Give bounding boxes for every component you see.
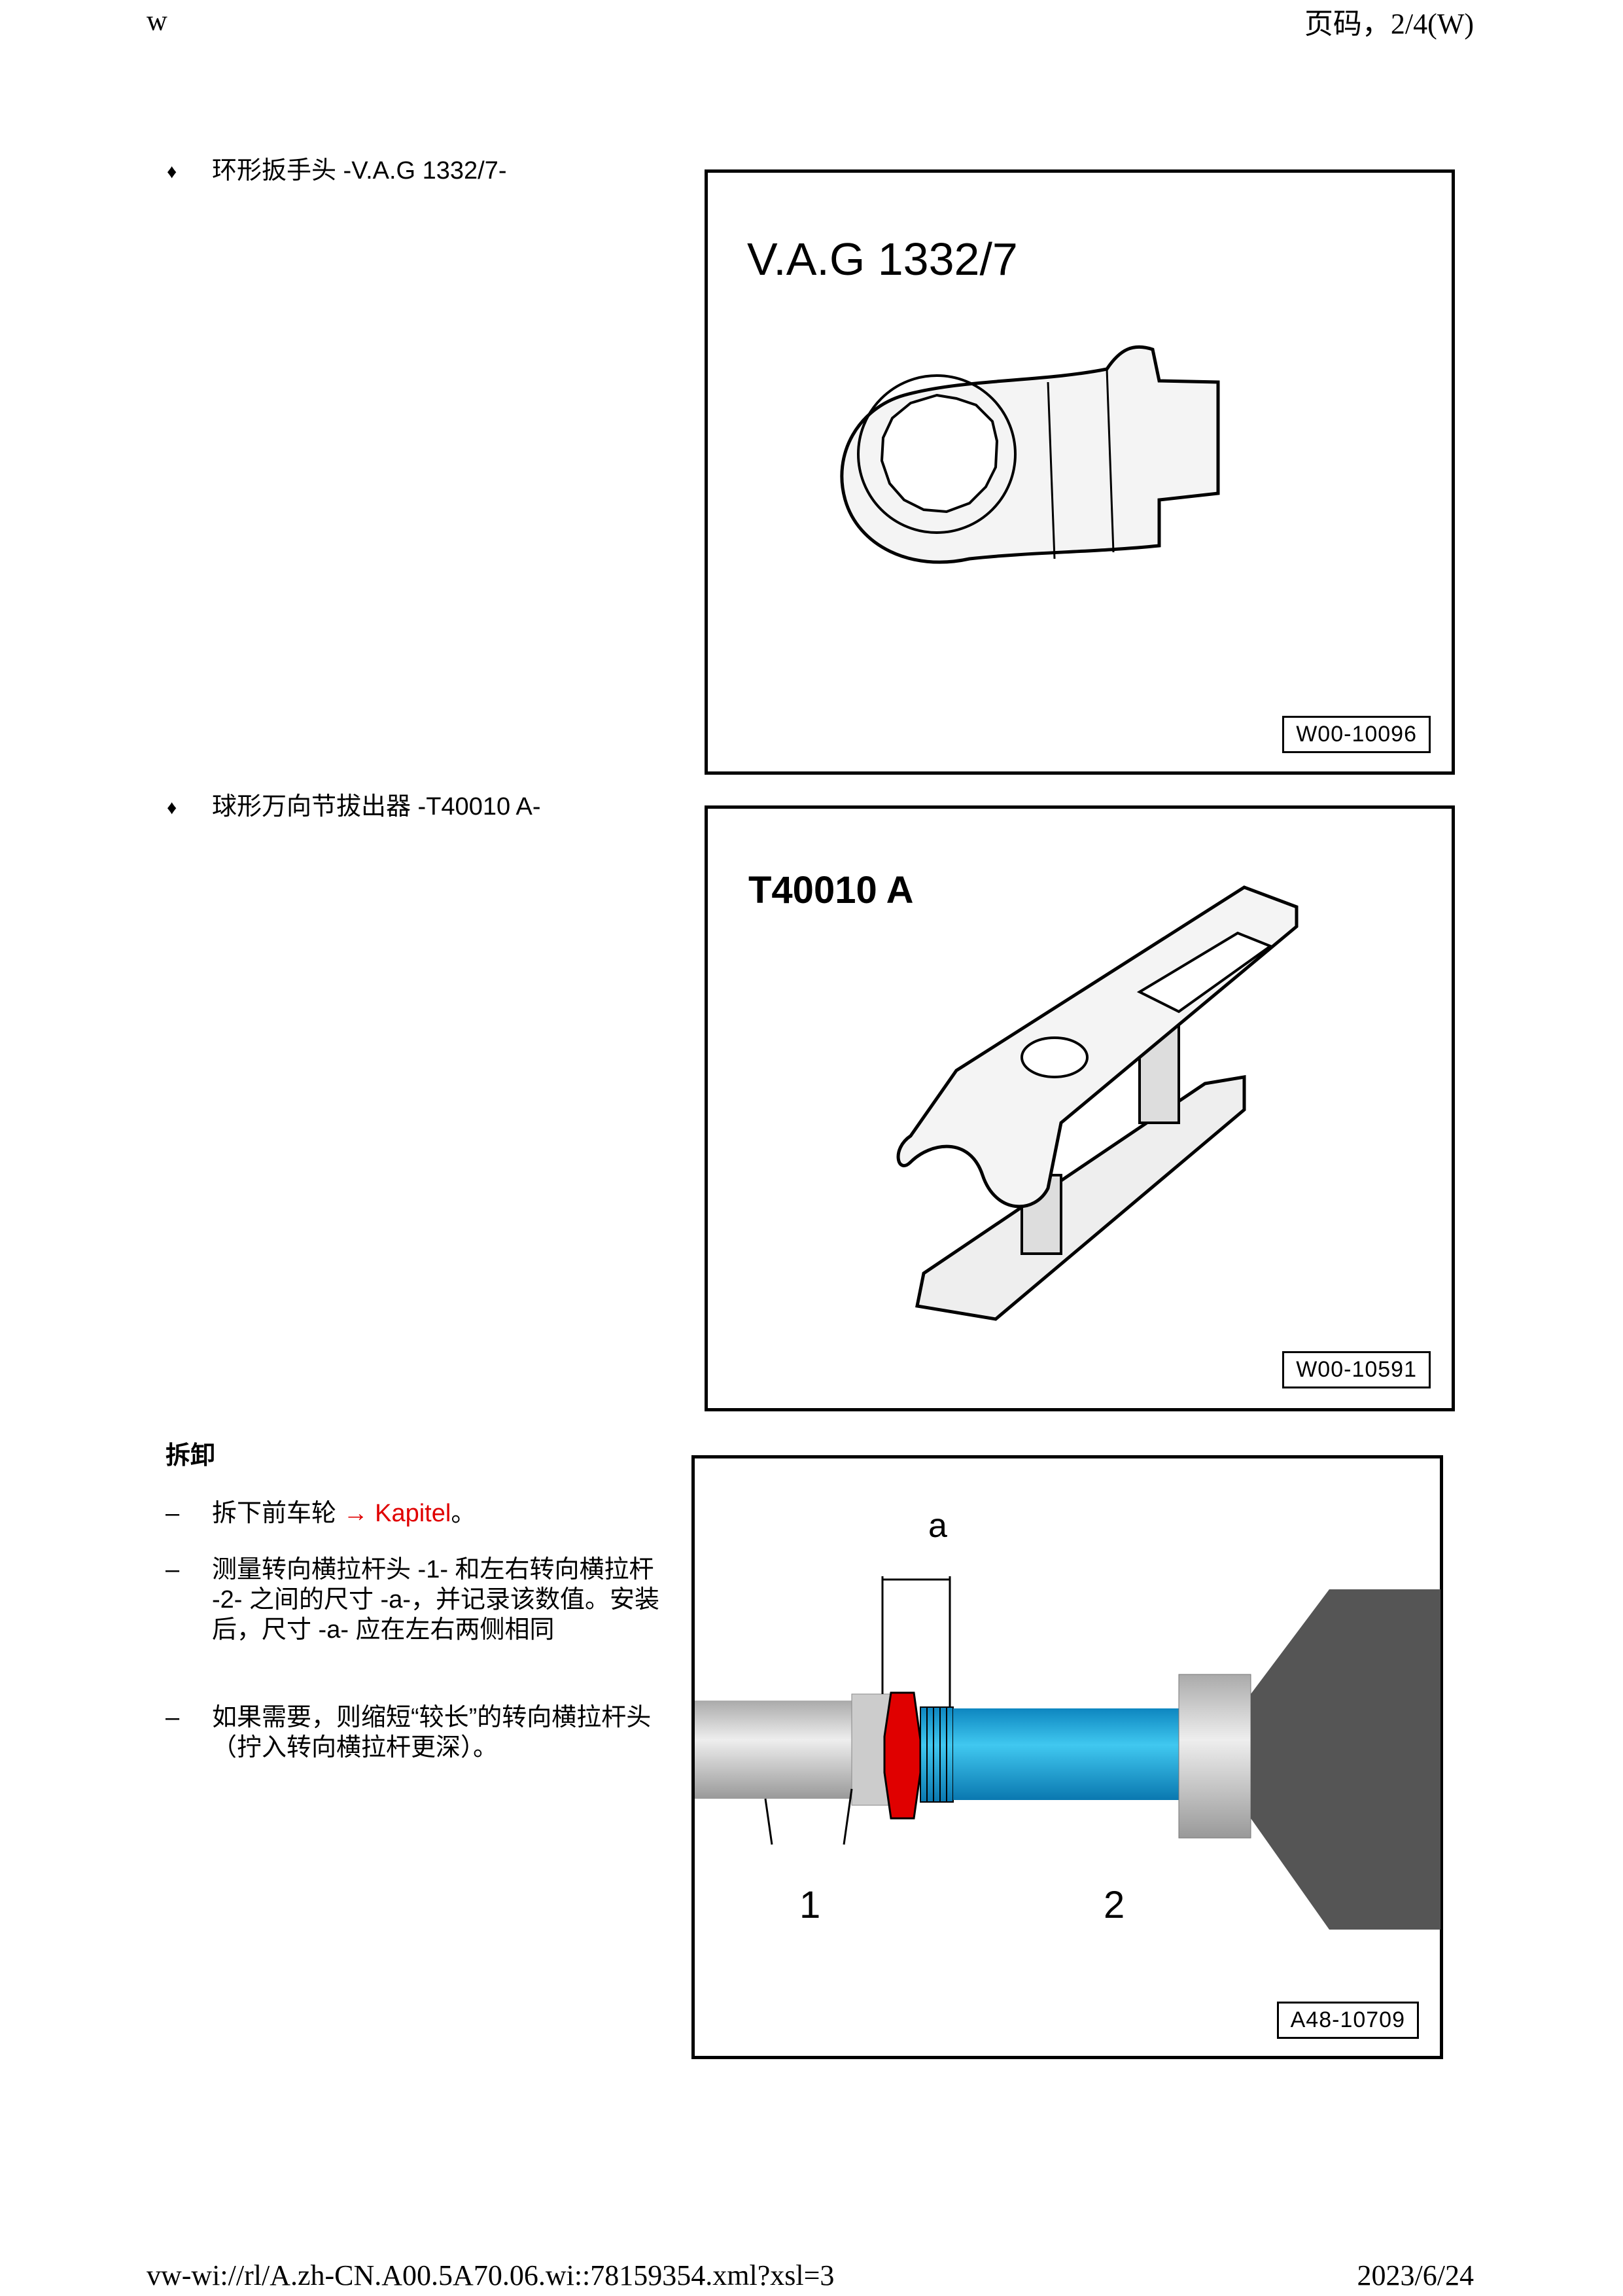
figure-code: A48-10709 bbox=[1276, 2002, 1419, 2039]
header-left: w bbox=[147, 5, 167, 37]
step-suffix: 。 bbox=[451, 1500, 476, 1527]
figure-code: W00-10096 bbox=[1282, 716, 1431, 753]
ball-joint-puller-drawing bbox=[896, 885, 1299, 1321]
tie-rod-drawing bbox=[695, 1576, 1440, 1930]
page-number: 页码，2/4(W) bbox=[1304, 8, 1474, 40]
callout-1: 1 bbox=[799, 1884, 821, 1926]
figure-ball-joint-puller: T40010 A W00-10591 bbox=[705, 805, 1455, 1411]
step-3: 如果需要，则缩短“较长”的转向横拉杆头（拧入转向横拉杆更深）。 bbox=[212, 1704, 652, 1761]
figure-title: V.A.G 1332/7 bbox=[747, 234, 1018, 285]
footer-date: 2023/6/24 bbox=[1357, 2259, 1474, 2291]
step-dash: – bbox=[166, 1556, 180, 1583]
figure-ring-wrench: V.A.G 1332/7 W00-10096 bbox=[705, 169, 1455, 775]
figure-title: T40010 A bbox=[748, 869, 914, 911]
ring-wrench-drawing bbox=[840, 345, 1220, 564]
footer-url: vw-wi://rl/A.zh-CN.A00.5A70.06.wi::78159… bbox=[147, 2259, 835, 2291]
step-dash: – bbox=[166, 1704, 180, 1731]
dimension-label: a bbox=[928, 1507, 947, 1545]
figure-tie-rod: a 1 2 A48-10709 bbox=[691, 1455, 1443, 2059]
tool-label: 环形扳手头 -V.A.G 1332/7- bbox=[212, 157, 507, 185]
bullet: ♦ bbox=[167, 797, 177, 819]
section-heading: 拆卸 bbox=[166, 1442, 216, 1470]
bullet: ♦ bbox=[167, 161, 177, 183]
step-text: 拆下前车轮 bbox=[212, 1500, 343, 1527]
tool-label: 球形万向节拔出器 -T40010 A- bbox=[212, 793, 541, 821]
step-1: 拆下前车轮 → Kapitel。 bbox=[212, 1498, 670, 1528]
step-dash: – bbox=[166, 1500, 180, 1527]
step-2: 测量转向横拉杆头 -1- 和左右转向横拉杆 -2- 之间的尺寸 -a-，并记录该… bbox=[212, 1556, 660, 1644]
figure-code: W00-10591 bbox=[1282, 1351, 1431, 1388]
callout-2: 2 bbox=[1104, 1884, 1125, 1926]
kapitel-link[interactable]: → Kapitel bbox=[343, 1500, 451, 1527]
